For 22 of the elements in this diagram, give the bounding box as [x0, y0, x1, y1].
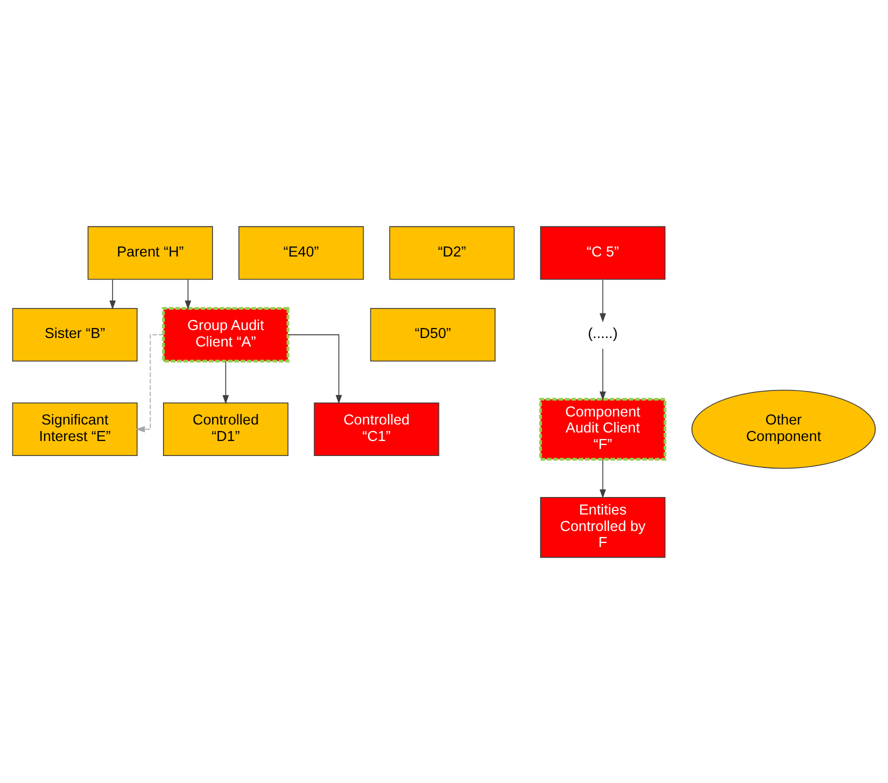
- node-box: Significant Interest “E”: [12, 402, 138, 456]
- node-box: “D2”: [389, 226, 515, 280]
- node-text: (.....): [588, 326, 618, 342]
- arrow: [109, 278, 116, 310]
- arrow: [600, 278, 606, 322]
- node-box: “E40”: [238, 226, 364, 280]
- arrow: [600, 348, 606, 400]
- node-box: “C 5”: [540, 226, 666, 280]
- arrow: [288, 334, 342, 404]
- arrow: [600, 458, 606, 498]
- node-box: Controlled “D1”: [163, 402, 288, 456]
- node-box: Sister “B”: [12, 307, 138, 362]
- arrow: [184, 278, 192, 310]
- node-box: Parent “H”: [88, 226, 213, 280]
- node-ellipse: Other Component: [691, 389, 876, 468]
- node-box: “D50”: [370, 307, 496, 362]
- node-box: Controlled “C1”: [314, 402, 440, 456]
- node-box: Group Audit Client “A”: [162, 306, 290, 362]
- arrow: [222, 360, 229, 404]
- arrow: [136, 334, 164, 432]
- node-box: Component Audit Client “F”: [539, 397, 666, 460]
- node-box: Entities Controlled by F: [540, 496, 666, 558]
